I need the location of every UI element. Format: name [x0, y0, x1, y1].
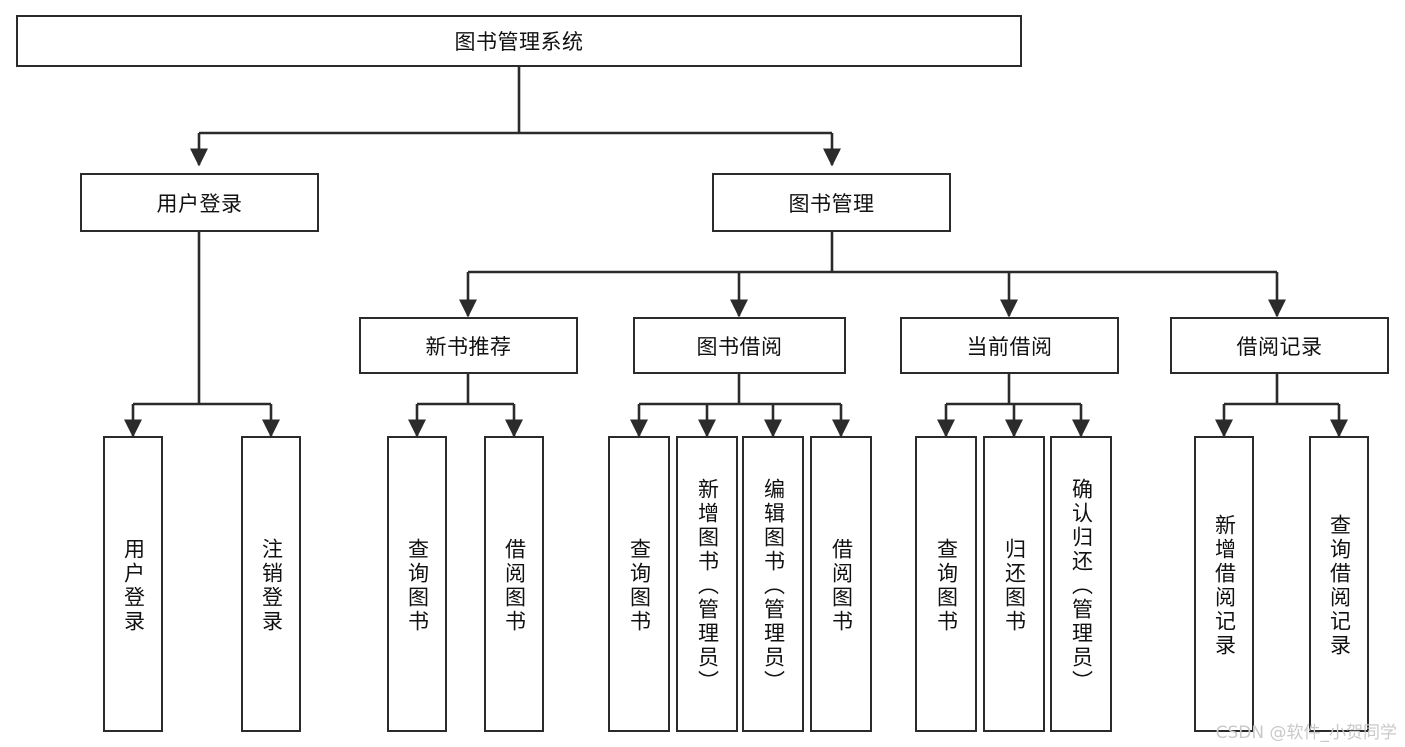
node-leaf-query-book-current[interactable]: 查询图书	[915, 436, 977, 732]
node-label: 注销登录	[259, 538, 284, 634]
node-leaf-confirm-return-admin[interactable]: 确认归还（管理员）	[1050, 436, 1112, 732]
node-label: 查询图书	[627, 538, 652, 634]
node-borrow-record[interactable]: 借阅记录	[1170, 317, 1389, 374]
node-book-borrow[interactable]: 图书借阅	[633, 317, 846, 374]
node-label: 新增图书（管理员）	[695, 478, 720, 694]
node-label: 图书管理系统	[454, 30, 584, 54]
node-leaf-query-borrow-record[interactable]: 查询借阅记录	[1309, 436, 1369, 732]
node-label: 归还图书	[1002, 538, 1027, 634]
node-label: 图书借阅	[696, 334, 783, 359]
node-leaf-return-book[interactable]: 归还图书	[983, 436, 1045, 732]
node-label: 查询借阅记录	[1327, 514, 1352, 658]
node-current-borrow[interactable]: 当前借阅	[900, 317, 1119, 374]
node-leaf-borrow-book[interactable]: 借阅图书	[810, 436, 872, 732]
node-label: 确认归还（管理员）	[1069, 478, 1094, 694]
node-leaf-query-book-borrow[interactable]: 查询图书	[608, 436, 670, 732]
node-book-manage[interactable]: 图书管理	[712, 173, 951, 232]
node-leaf-query-book-new[interactable]: 查询图书	[387, 436, 447, 732]
node-leaf-user-login[interactable]: 用户登录	[103, 436, 163, 732]
node-user-login[interactable]: 用户登录	[80, 173, 319, 232]
node-label: 借阅图书	[829, 538, 854, 634]
node-leaf-add-book-admin[interactable]: 新增图书（管理员）	[676, 436, 738, 732]
node-leaf-add-borrow-record[interactable]: 新增借阅记录	[1194, 436, 1254, 732]
node-label: 用户登录	[156, 191, 243, 216]
node-label: 编辑图书（管理员）	[761, 478, 786, 694]
node-label: 当前借阅	[966, 334, 1053, 359]
node-label: 新书推荐	[425, 334, 512, 359]
watermark-text: CSDN @软件_小贺同学	[1215, 723, 1397, 743]
node-label: 借阅记录	[1236, 334, 1323, 359]
node-label: 图书管理	[788, 191, 875, 216]
node-leaf-edit-book-admin[interactable]: 编辑图书（管理员）	[742, 436, 804, 732]
node-label: 查询图书	[405, 538, 430, 634]
node-label: 借阅图书	[502, 538, 527, 634]
node-label: 新增借阅记录	[1212, 514, 1237, 658]
node-leaf-logout[interactable]: 注销登录	[241, 436, 301, 732]
node-label: 查询图书	[934, 538, 959, 634]
node-label: 用户登录	[121, 538, 146, 634]
node-leaf-borrow-book-new[interactable]: 借阅图书	[484, 436, 544, 732]
node-new-book-recommend[interactable]: 新书推荐	[359, 317, 578, 374]
node-root-system[interactable]: 图书管理系统	[16, 15, 1022, 67]
